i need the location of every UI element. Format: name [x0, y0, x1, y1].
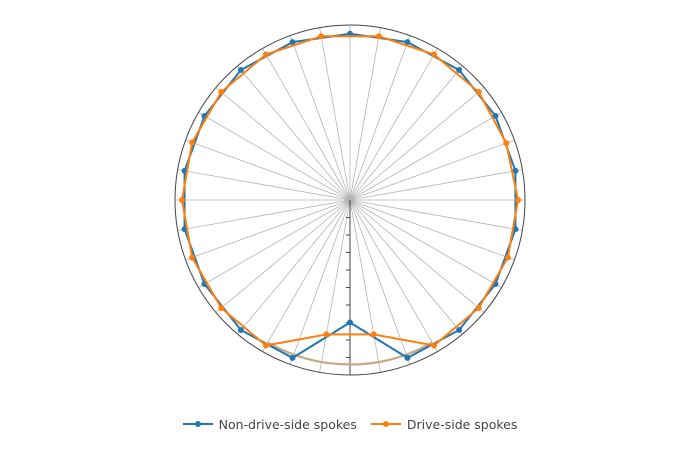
- angular-grid-line: [262, 199, 351, 352]
- angular-grid-line: [319, 27, 351, 201]
- angular-grid-line: [177, 199, 351, 231]
- series-0-point-8: [404, 354, 411, 361]
- series-0-point-3: [492, 113, 499, 119]
- angular-grid-line: [349, 65, 463, 201]
- series-1-point-10: [263, 342, 269, 349]
- series-1-point-12: [189, 254, 196, 261]
- angular-grid-line: [349, 199, 502, 288]
- series-1-point-8: [370, 331, 377, 338]
- angular-grid-line: [185, 199, 351, 261]
- legend-label-drive-side: Drive-side spokes: [406, 416, 518, 432]
- series-0-point-10: [289, 354, 296, 361]
- legend-marker-non-drive-side: [194, 421, 201, 427]
- series-1-point-3: [503, 140, 510, 147]
- series-0-point-7: [456, 327, 463, 334]
- series-0-point-11: [237, 327, 244, 334]
- angular-grid: [175, 25, 525, 375]
- series-1-point-0: [375, 33, 382, 40]
- angular-grid-line: [349, 139, 515, 201]
- angular-grid-line: [349, 48, 438, 201]
- angular-grid-line: [289, 35, 351, 201]
- series-0-point-2: [456, 66, 463, 73]
- angular-grid-line: [185, 139, 351, 201]
- legend: Non-drive-side spokes Drive-side spokes: [0, 413, 700, 435]
- angular-grid-line: [349, 199, 523, 231]
- series-1-point-4: [515, 197, 521, 203]
- series-1-point-9: [323, 331, 330, 338]
- angular-grid-line: [237, 199, 351, 335]
- series-0-point-9: [347, 319, 353, 326]
- angular-grid-line: [215, 199, 351, 313]
- angular-grid-line: [349, 199, 485, 313]
- series-1-point-6: [475, 304, 482, 311]
- angular-grid-line: [289, 199, 351, 365]
- legend-label-non-drive-side: Non-drive-side spokes: [218, 416, 357, 432]
- legend-swatch-drive-side: [370, 421, 401, 427]
- series-0-point-4: [512, 167, 519, 174]
- angular-grid-line: [198, 199, 351, 288]
- tire-bottom-arc: [267, 341, 433, 366]
- angular-grid-line: [198, 112, 351, 201]
- series-layer: [179, 30, 521, 361]
- series-1-point-11: [218, 304, 225, 311]
- series-1-point-13: [179, 197, 185, 203]
- angular-grid-line: [319, 199, 351, 373]
- angular-grid-line: [349, 199, 381, 373]
- angular-grid-line: [349, 87, 485, 201]
- angular-grid-line: [237, 65, 351, 201]
- series-1-point-16: [263, 51, 269, 58]
- angular-grid-line: [215, 87, 351, 201]
- series-0-point-1: [404, 39, 411, 46]
- series-0-point-0: [347, 30, 353, 37]
- legend-marker-drive-side: [382, 421, 389, 427]
- legend-swatch-non-drive-side: [182, 421, 213, 427]
- series-0-point-17: [289, 39, 296, 46]
- legend-item-drive-side[interactable]: Drive-side spokes: [370, 416, 518, 432]
- angular-grid-line: [349, 27, 381, 201]
- angular-grid-line: [349, 199, 463, 335]
- series-0-point-16: [237, 66, 244, 73]
- series-1-point-14: [189, 139, 196, 146]
- series-1-point-1: [431, 51, 437, 58]
- angular-grid-line: [349, 199, 411, 365]
- series-1-point-17: [318, 33, 325, 40]
- series-1-point-2: [475, 89, 482, 96]
- series-1-point-7: [431, 342, 437, 349]
- series-1-point-15: [218, 89, 225, 96]
- angular-grid-line: [349, 199, 438, 352]
- legend-item-non-drive-side[interactable]: Non-drive-side spokes: [182, 416, 357, 432]
- angular-grid-line: [349, 169, 523, 201]
- angular-grid-line: [177, 169, 351, 201]
- series-1-point-5: [504, 254, 511, 261]
- angular-grid-line: [349, 35, 411, 201]
- angular-grid-line: [349, 199, 515, 261]
- rim-circle: [174, 24, 526, 376]
- angular-grid-line: [349, 112, 502, 201]
- rim: [174, 24, 526, 376]
- angular-grid-line: [262, 48, 351, 201]
